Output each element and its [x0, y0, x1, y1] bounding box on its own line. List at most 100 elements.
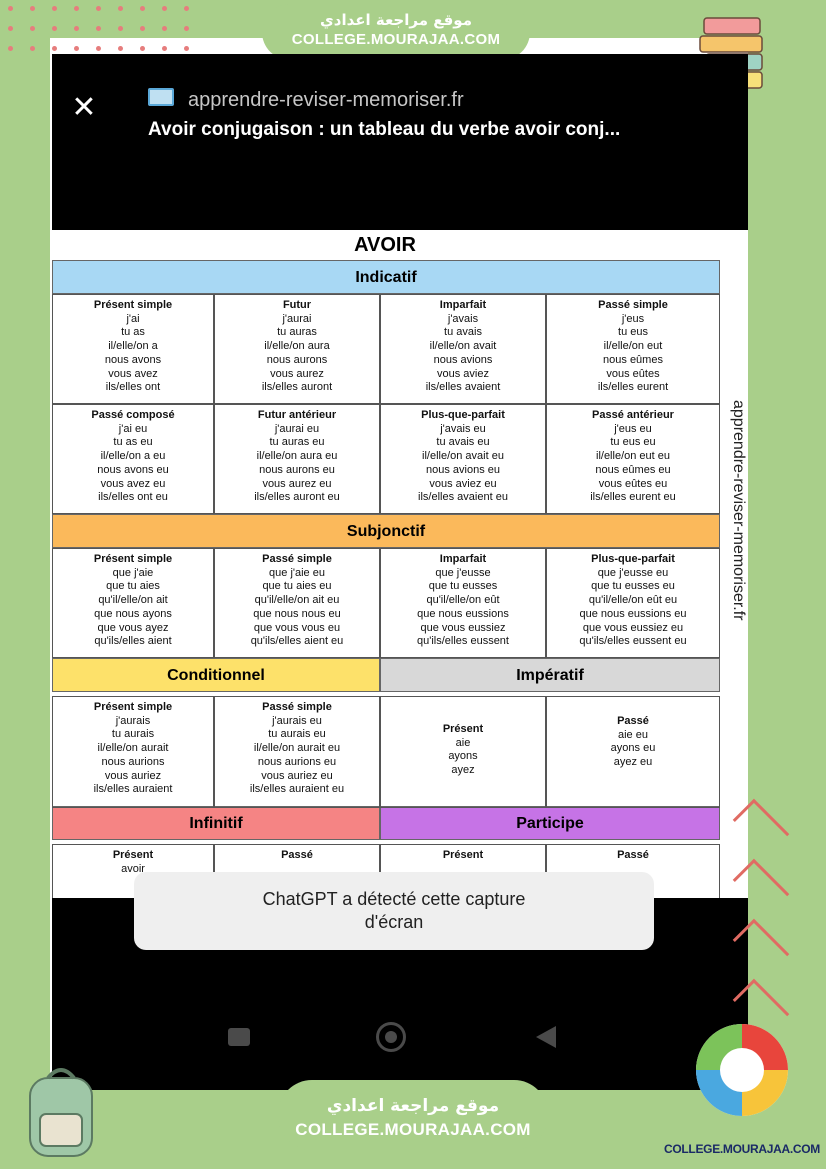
conjugated-form: il/elle/on avait eu: [422, 450, 504, 463]
site-logo-icon: [696, 1024, 788, 1116]
conjugated-form: qu'ils/elles aient eu: [250, 635, 344, 648]
conjugated-form: il/elle/on aurait eu: [253, 742, 341, 755]
conjugated-form: vous aurez eu: [262, 477, 332, 490]
conjugated-form: vous auriez: [104, 769, 162, 782]
conjugated-form: tu eus: [618, 326, 648, 339]
watermark-bottom: موقع مراجعة اعدادي COLLEGE.MOURAJAA.COM: [278, 1080, 548, 1150]
conjugated-form: tu auras eu: [269, 436, 325, 449]
conjugated-form: vous eûtes eu: [598, 477, 668, 490]
conjugated-form: il/elle/on eut: [603, 340, 663, 353]
watermark-top: موقع مراجعة اعدادي COLLEGE.MOURAJAA.COM: [262, 4, 530, 60]
conjugated-form: ils/elles auraient eu: [249, 783, 345, 796]
toast-line-1: ChatGPT a détecté cette capture: [262, 889, 526, 909]
conjugated-form: ils/elles auront: [261, 381, 333, 394]
conjugated-form: que tu aies: [106, 580, 160, 593]
conjugated-form: avoir: [121, 862, 145, 875]
tense-name: Présent simple: [93, 299, 173, 311]
conjugated-form: j'ai eu: [118, 422, 148, 435]
conjugated-form: que tu eusses: [428, 580, 498, 593]
tense-cell: Passé: [214, 844, 380, 898]
green-border-left: [0, 0, 50, 1169]
conjugated-form: tu avais: [444, 326, 482, 339]
tense-name: Présent: [442, 723, 484, 735]
sheet-title: AVOIR: [354, 234, 416, 256]
tense-name: Passé composé: [91, 409, 175, 421]
side-label: apprendre-reviser-memoriser.fr: [725, 400, 748, 640]
tense-cell: Passé: [546, 844, 720, 898]
section-band-participe: Participe: [380, 806, 720, 840]
conjugated-form: ils/elles ont: [105, 381, 161, 394]
conjugated-form: aie eu: [618, 728, 648, 741]
page-title[interactable]: Avoir conjugaison : un tableau du verbe …: [148, 119, 621, 140]
conjugated-form: nous eûmes eu: [595, 463, 671, 476]
conjugated-form: que vous ayez: [97, 621, 169, 634]
conjugated-form: j'eus: [621, 312, 645, 325]
screenshot-toast[interactable]: ChatGPT a détecté cette capture d'écran: [134, 872, 654, 950]
page-domain: apprendre-reviser-memoriser.fr: [188, 89, 464, 111]
conjugated-form: j'aurais eu: [272, 714, 322, 727]
conjugated-form: vous eûtes: [606, 367, 660, 380]
conjugated-form: que nous ayons: [94, 607, 172, 620]
conjugated-form: qu'ils/elles eussent eu: [579, 635, 687, 648]
conjugated-form: que vous vous eu: [253, 621, 341, 634]
section-band-indicatif: Indicatif: [52, 260, 720, 294]
conjugated-form: j'aurai: [282, 312, 312, 325]
tense-name: Passé simple: [262, 701, 332, 713]
conjugated-form: il/elle/on aura eu: [256, 450, 338, 463]
tense-name: Passé: [617, 849, 649, 861]
conjugated-form: nous aurons eu: [259, 463, 335, 476]
conjugated-form: nous avons: [104, 353, 162, 366]
conjugated-form: j'ai: [126, 312, 140, 325]
conjugated-form: que j'eusse: [435, 566, 491, 579]
conjugated-form: nous aurons: [266, 353, 328, 366]
logo-caption: COLLEGE.MOURAJAA.COM: [664, 1142, 821, 1156]
conjugated-form: que vous eussiez: [420, 621, 506, 634]
conjugated-form: qu'ils/elles aient: [94, 635, 172, 648]
tense-name: Passé: [617, 715, 649, 727]
tense-name: Futur: [282, 299, 312, 311]
green-border-right: [748, 0, 826, 1169]
conjugated-form: vous avez eu: [100, 477, 166, 490]
conjugated-form: ayez: [451, 764, 475, 777]
recent-apps-icon[interactable]: [228, 1028, 250, 1046]
section-band-conditionnel: Conditionnel: [52, 658, 380, 692]
watermark-site: COLLEGE.MOURAJAA.COM: [291, 31, 501, 48]
android-nav-bar: [52, 1022, 748, 1090]
conjugated-form: j'avais: [447, 312, 479, 325]
conjugated-form: vous avez: [108, 367, 158, 380]
conjugated-form: ils/elles avaient: [425, 381, 501, 394]
close-icon[interactable]: ✕: [71, 91, 97, 124]
tense-name: Présent: [442, 849, 484, 861]
tense-name: Présent simple: [93, 701, 173, 713]
conjugated-form: il/elle/on aurait: [97, 742, 169, 755]
conjugated-form: ayons: [448, 750, 478, 763]
home-icon[interactable]: [376, 1022, 406, 1052]
tense-name: Passé: [281, 849, 313, 861]
conjugated-form: qu'ils/elles eussent: [417, 635, 509, 648]
section-band-infinitif: Infinitif: [52, 806, 380, 840]
conjugated-form: nous avions eu: [426, 463, 500, 476]
conjugated-form: ils/elles eurent: [597, 381, 669, 394]
conjugated-form: tu as eu: [113, 436, 153, 449]
conjugated-form: j'aurais: [115, 714, 151, 727]
conjugated-form: nous aurions eu: [257, 755, 337, 768]
tense-name: Futur antérieur: [257, 409, 337, 421]
conjugated-form: ils/elles eurent eu: [590, 491, 676, 504]
tense-name: Passé antérieur: [592, 409, 674, 421]
conjugated-form: nous avions: [433, 353, 493, 366]
conjugated-form: ils/elles avaient eu: [418, 491, 508, 504]
back-icon[interactable]: [536, 1026, 556, 1048]
conjugated-form: que nous eussions eu: [579, 607, 687, 620]
conjugated-form: que tu aies eu: [262, 580, 332, 593]
